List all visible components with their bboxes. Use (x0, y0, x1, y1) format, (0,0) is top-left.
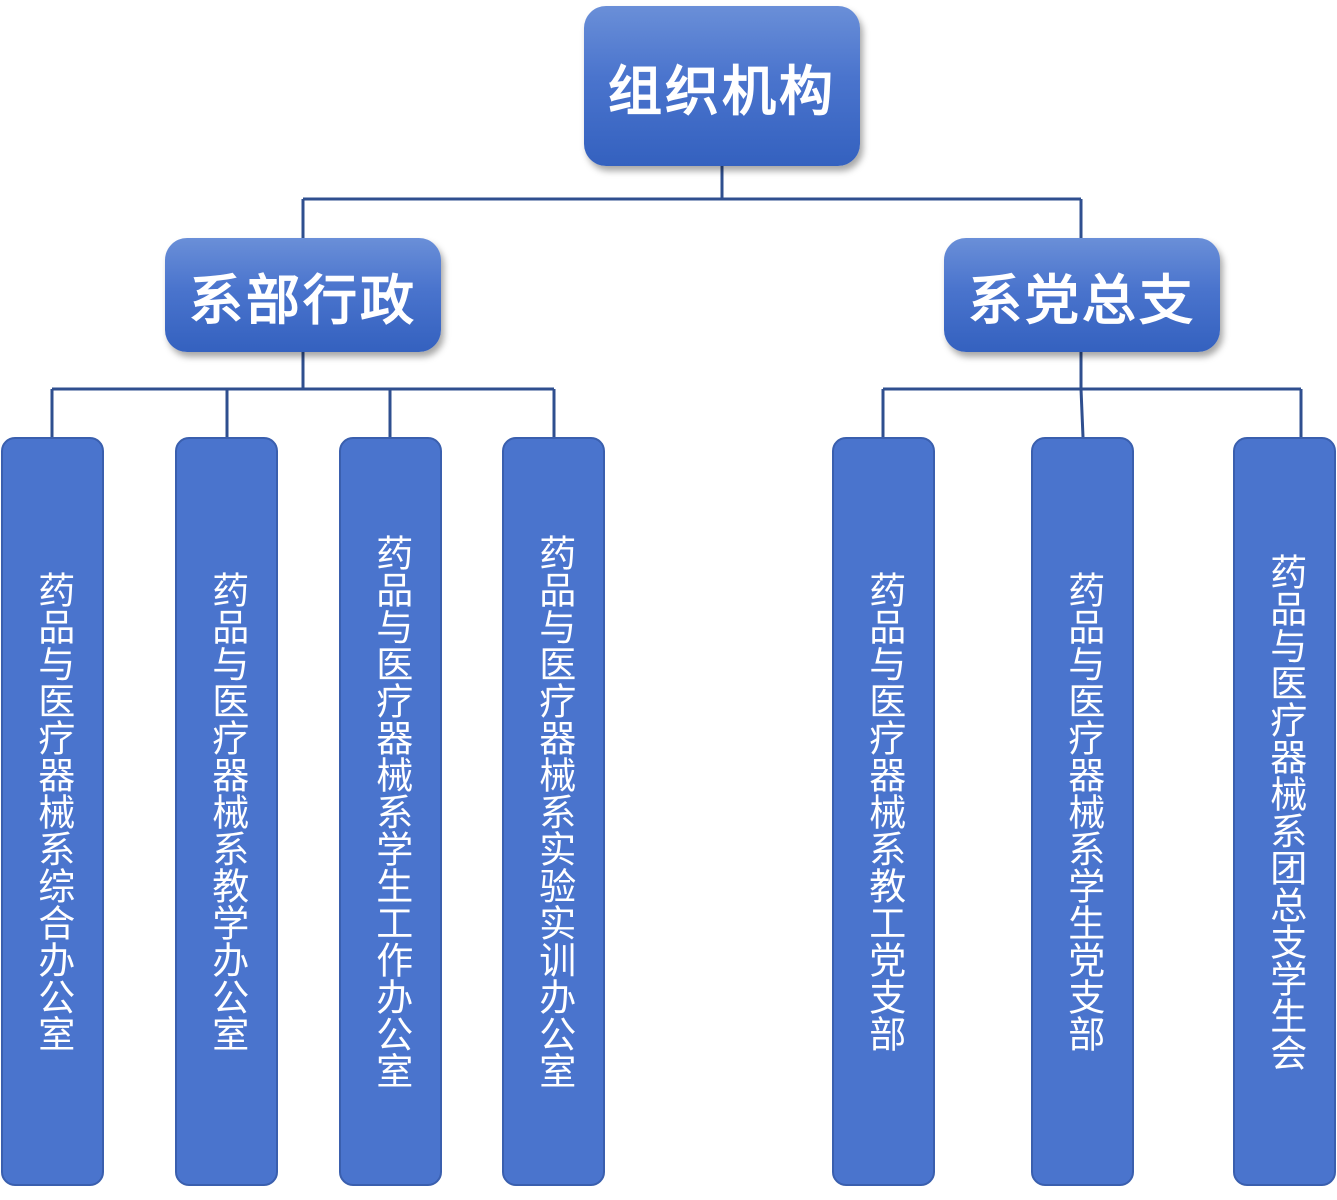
leaf-label: 药品与医疗器械系教工党支部 (862, 571, 906, 1052)
leaf-node-faculty-party-branch: 药品与医疗器械系教工党支部 (832, 437, 935, 1186)
branch-label: 系部行政 (189, 268, 417, 332)
leaf-node-general-office: 药品与医疗器械系综合办公室 (1, 437, 104, 1186)
leaf-node-lab-training-office: 药品与医疗器械系实验实训办公室 (502, 437, 605, 1186)
branch-node-party: 系党总支 (944, 238, 1220, 352)
leaf-label: 药品与医疗器械系团总支学生会 (1263, 552, 1307, 1071)
leaf-label: 药品与医疗器械系学生工作办公室 (369, 534, 413, 1089)
leaf-label: 药品与医疗器械系学生党支部 (1061, 571, 1105, 1052)
leaf-node-youth-league-student-union: 药品与医疗器械系团总支学生会 (1233, 437, 1336, 1186)
root-label: 组织机构 (608, 59, 836, 123)
connector-right-leaf-2 (1079, 388, 1085, 438)
leaf-label: 药品与医疗器械系综合办公室 (31, 571, 75, 1052)
branch-label: 系党总支 (968, 268, 1196, 332)
root-node: 组织机构 (584, 6, 860, 166)
leaf-node-teaching-office: 药品与医疗器械系教学办公室 (175, 437, 278, 1186)
leaf-node-student-affairs-office: 药品与医疗器械系学生工作办公室 (339, 437, 442, 1186)
leaf-node-student-party-branch: 药品与医疗器械系学生党支部 (1031, 437, 1134, 1186)
leaf-label: 药品与医疗器械系教学办公室 (205, 571, 249, 1052)
branch-node-administration: 系部行政 (165, 238, 441, 352)
leaf-label: 药品与医疗器械系实验实训办公室 (532, 534, 576, 1089)
